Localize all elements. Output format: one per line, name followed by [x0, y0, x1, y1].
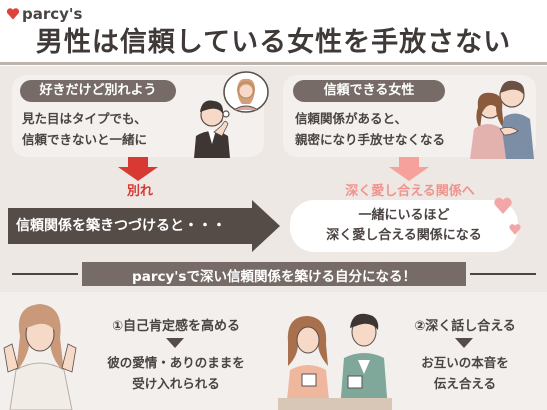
banner-text: parcy'sで深い信頼関係を築ける自分になる！ [132, 269, 416, 285]
left-panel-text: 見た目はタイプでも、 信頼できないと一緒に [22, 108, 202, 150]
result-line: 深く愛し合える関係になる [326, 228, 482, 243]
right-panel-line: 信頼関係があると、 [295, 111, 408, 126]
brand-name: parcy's [22, 5, 83, 23]
right-arrow-icon [8, 200, 280, 252]
result-line: 一緒にいるほど [358, 208, 450, 223]
result-text: 一緒にいるほど 深く愛し合える関係になる [290, 206, 518, 246]
self-esteem-line: 受け入れられる [132, 376, 220, 391]
heart-logo-icon [6, 8, 20, 20]
heart-icon [494, 197, 512, 214]
deep-talk-line: お互いの本音を [421, 355, 509, 370]
left-panel-heading: 好きだけど別れよう [20, 80, 176, 102]
benefits-section [0, 292, 547, 410]
left-panel-line: 見た目はタイプでも、 [22, 111, 147, 126]
confident-woman-illustration [3, 304, 77, 410]
result-cloud [290, 200, 518, 252]
left-panel-line: 信頼できないと一緒に [22, 132, 148, 147]
down-arrow-icon [118, 157, 158, 181]
thinking-man-illustration [194, 71, 269, 158]
right-panel-text: 信頼関係があると、 親密になり手放せなくなる [295, 108, 495, 150]
banner-divider [12, 273, 78, 275]
down-triangle-icon [166, 338, 184, 348]
trust-building-text: 信頼関係を築きつづけると・・・ [16, 218, 226, 234]
self-esteem-line: 彼の愛情・ありのままを [107, 355, 245, 370]
header-bar [0, 0, 547, 66]
page-title: 男性は信頼している女性を手放さない [35, 27, 512, 58]
deep-talk-heading: ②深く話し合える [414, 319, 516, 334]
right-panel-heading: 信頼できる女性 [293, 80, 445, 102]
down-triangle-icon [455, 338, 473, 348]
love-outcome-label: 深く愛し合える関係へ [345, 184, 475, 199]
heart-icon [509, 224, 521, 235]
hugging-couple-illustration [470, 80, 534, 159]
banner-divider [470, 273, 536, 275]
deep-talk-text: お互いの本音を 伝え合える [392, 352, 538, 394]
self-esteem-heading: ①自己肯定感を高める [111, 319, 240, 334]
title-divider [0, 62, 547, 65]
deep-talk-line: 伝え合える [433, 376, 497, 391]
brand-logo[interactable]: parcy's [6, 3, 82, 25]
down-arrow-icon [389, 157, 429, 181]
parcys-banner [82, 262, 466, 286]
self-esteem-text: 彼の愛情・ありのままを 受け入れられる [76, 352, 276, 394]
breakup-outcome-label: 別れ [126, 184, 153, 199]
right-panel-line: 親密になり手放せなくなる [295, 132, 446, 147]
cafe-couple-illustration [278, 313, 392, 410]
